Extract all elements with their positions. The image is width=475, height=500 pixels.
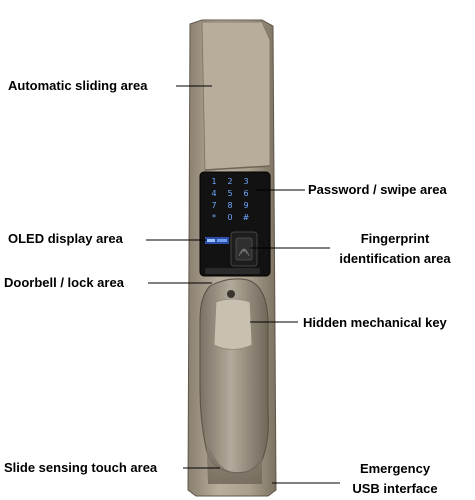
keypad-key[interactable]: 2 <box>227 177 232 186</box>
label-automatic-sliding-area: Automatic sliding area <box>8 78 148 93</box>
key-cover <box>213 298 253 350</box>
label-emergency-usb: Emergency USB interface <box>335 459 455 499</box>
keypad-key[interactable]: 6 <box>243 189 248 198</box>
label-fingerprint-line2: identification area <box>339 251 451 266</box>
keypad-key[interactable]: 3 <box>243 177 248 186</box>
touch-strip <box>206 432 262 484</box>
label-slide-sensing-touch-area: Slide sensing touch area <box>4 460 158 475</box>
keypad-key[interactable]: 8 <box>227 201 232 210</box>
keypad-key[interactable]: 9 <box>243 201 248 210</box>
handle-hole <box>227 290 235 298</box>
keypad-key[interactable]: 4 <box>211 189 216 198</box>
doorbell-button <box>205 268 260 274</box>
label-hidden-mechanical-key: Hidden mechanical key <box>303 315 447 330</box>
keypad-key[interactable]: * <box>212 213 216 222</box>
leader-lines <box>146 85 340 484</box>
keypad-key[interactable]: 1 <box>211 177 216 186</box>
label-usb-line1: Emergency <box>359 461 431 476</box>
label-doorbell-lock-area: Doorbell / lock area <box>4 275 124 290</box>
label-fingerprint-line1: Fingerprint <box>360 231 430 246</box>
keypad-key[interactable]: 5 <box>227 189 232 198</box>
label-oled-display-area: OLED display area <box>8 231 123 246</box>
sliding-cover <box>201 21 271 171</box>
label-password-swipe-area: Password / swipe area <box>308 182 447 197</box>
label-usb-line2: USB interface <box>352 481 438 496</box>
keypad-key[interactable]: # <box>243 213 250 222</box>
keypad-key[interactable]: 7 <box>211 201 216 210</box>
keypad-key[interactable]: 0 <box>227 213 232 222</box>
label-fingerprint: Fingerprint identification area <box>320 229 470 269</box>
keypad: 1 2 3 4 5 6 7 8 9 * 0 # <box>211 177 249 222</box>
